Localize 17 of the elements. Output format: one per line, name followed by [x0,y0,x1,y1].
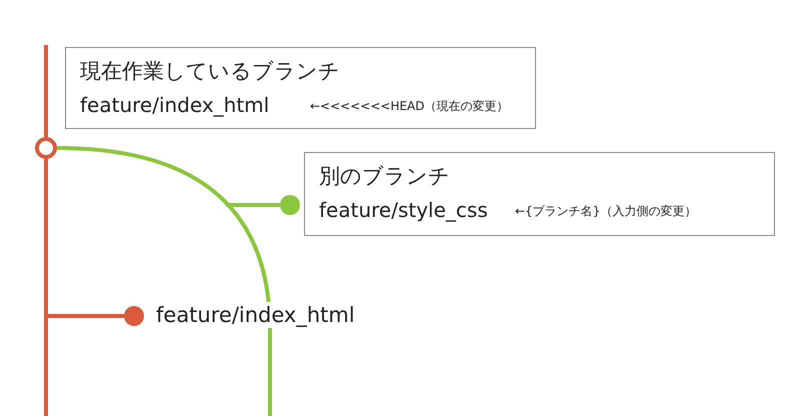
branch-box [304,152,775,236]
branch-label: feature/index_html [156,302,355,328]
box-heading: 別のブランチ [319,163,450,189]
branch-line [226,203,280,207]
marker-note: ←<<<<<<<HEAD（現在の変更） [310,98,508,114]
branch-line [46,314,124,318]
branch-box [65,47,536,129]
branch-line [44,159,48,416]
box-heading: 現在作業しているブランチ [80,58,340,84]
marker-note: ←{ブランチ名}（入力側の変更） [515,203,696,219]
branch-line [44,45,48,137]
branch-name: feature/index_html [80,92,270,118]
branch-dot [124,306,144,326]
branch-line [56,146,272,416]
branch-name: feature/style_css [319,197,488,223]
branch-dot [280,195,300,215]
branch-point [35,137,57,159]
